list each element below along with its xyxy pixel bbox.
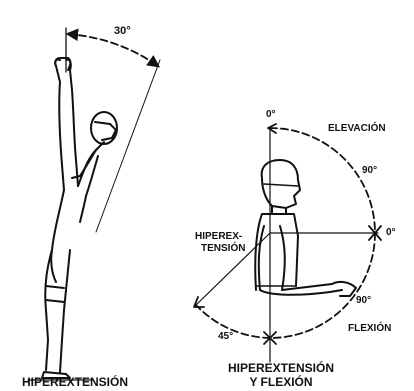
left-caption: HIPEREXTENSIÓN	[22, 376, 128, 388]
raised-leg-outline	[55, 59, 78, 190]
hyperextension-label-line1: HIPEREX-	[195, 232, 242, 242]
standing-knee	[46, 286, 64, 302]
right-hand	[332, 282, 356, 296]
ninety-lower-label: 90°	[356, 296, 371, 306]
forty-five-label: 45°	[218, 332, 233, 342]
right-caption: HIPEREXTENSIÓN Y FLEXIÓN	[216, 362, 346, 388]
left-figure	[28, 28, 160, 380]
left-oblique-reference-line	[96, 60, 160, 232]
left-angle-arc	[68, 34, 158, 66]
right-torso	[255, 214, 298, 290]
right-visor-line	[264, 184, 298, 186]
right-caption-line1: HIPEREXTENSIÓN	[216, 362, 346, 374]
left-face	[95, 122, 116, 140]
left-angle-label: 30°	[114, 26, 131, 37]
standing-leg-outline	[45, 250, 70, 372]
ninety-upper-label: 90°	[362, 166, 377, 176]
right-caption-line2: Y FLEXIÓN	[216, 376, 346, 388]
elevation-label: ELEVACIÓN	[328, 124, 386, 134]
flexion-label: FLEXIÓN	[348, 324, 391, 334]
side-zero-label: 0°	[386, 228, 396, 238]
right-upper-arm	[259, 226, 285, 290]
top-zero-label: 0°	[266, 110, 276, 120]
hyperextension-label-line2: TENSIÓN	[201, 244, 245, 254]
